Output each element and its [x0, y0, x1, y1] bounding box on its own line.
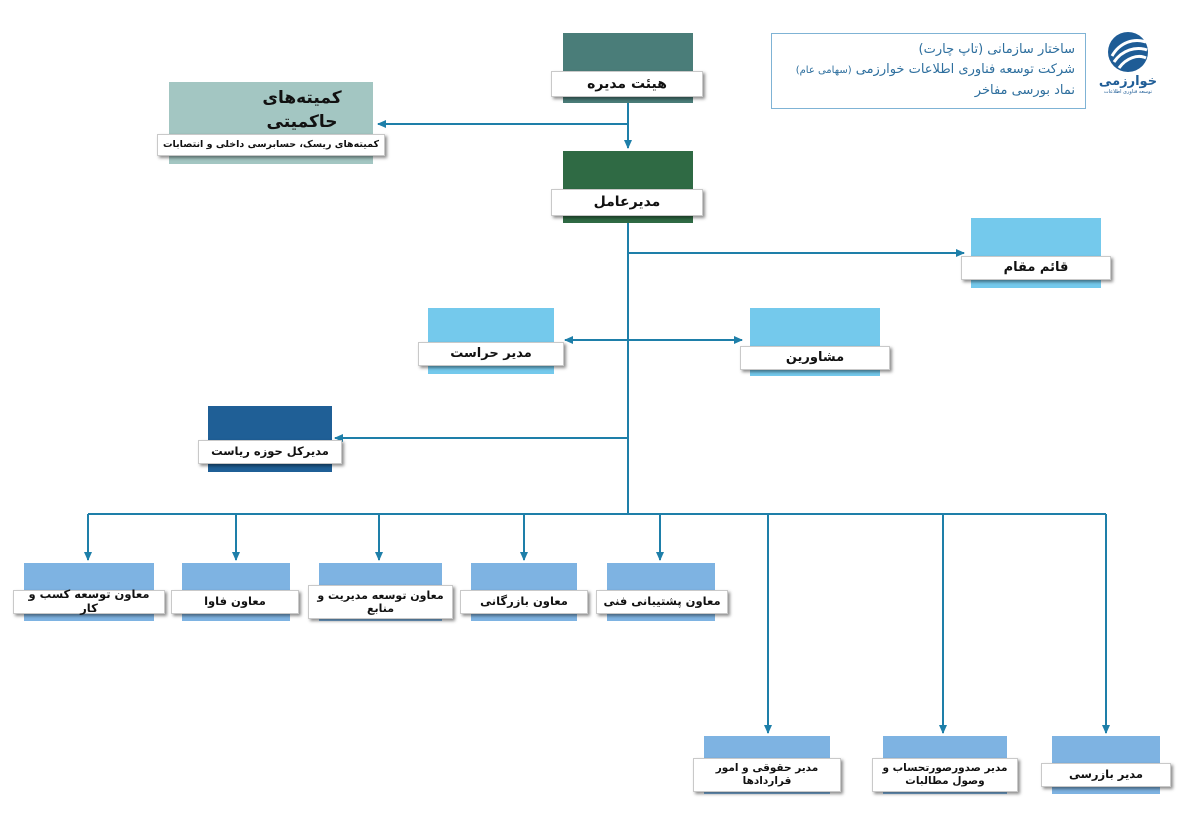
logo-name: خوارزمی [1098, 74, 1158, 89]
info-structure-title: ساختار سازمانی [987, 42, 1075, 57]
node-vp-business: معاون توسعه کسب و کار [13, 563, 165, 621]
node-security-label: مدیر حراست [418, 342, 564, 366]
node-committees-title: کمیته‌های حاکمیتی [262, 88, 342, 132]
node-vp-resources-label: معاون توسعه مدیریت و منابع [308, 585, 453, 619]
node-security: مدیر حراست [418, 308, 564, 374]
node-committees-subtitle: کمیته‌های ریسک، حسابرسی داخلی و انتصابات [157, 134, 385, 156]
info-line-2: شرکت توسعه فناوری اطلاعات خوارزمی (سهامی… [782, 60, 1075, 81]
node-vp-commerce-label: معاون بازرگانی [460, 590, 588, 614]
node-board-label: هیئت مدیره [551, 71, 703, 97]
node-vp-commerce: معاون بازرگانی [460, 563, 588, 621]
node-mgr-billing-label: مدیر صدورصورتحساب و وصول مطالبات [872, 758, 1018, 792]
node-mgr-audit-label: مدیر بازرسی [1041, 763, 1171, 787]
info-company-name: شرکت توسعه فناوری اطلاعات خوارزمی [855, 62, 1075, 77]
node-ceo: مدیرعامل [551, 151, 703, 223]
globe-logo-icon [1108, 32, 1148, 72]
node-committees: کمیته‌های حاکمیتی کمیته‌های ریسک، حسابرس… [157, 82, 385, 164]
info-line-1: ساختار سازمانی (تاپ چارت) [782, 40, 1075, 60]
node-mgr-legal: مدیر حقوقی و امور قراردادها [693, 736, 841, 794]
node-vp-business-label: معاون توسعه کسب و کار [13, 587, 165, 615]
node-deputy-label: قائم مقام [961, 256, 1111, 280]
node-vp-resources: معاون توسعه مدیریت و منابع [308, 563, 453, 621]
node-vp-tech-label: معاون پشتیبانی فنی [596, 590, 728, 614]
node-mgr-audit: مدیر بازرسی [1041, 736, 1171, 794]
node-board: هیئت مدیره [551, 33, 703, 103]
node-vp-ict: معاون فاوا [171, 563, 299, 621]
node-advisors-label: مشاورین [740, 346, 890, 370]
node-deputy: قائم مقام [961, 218, 1111, 288]
info-company-type: (سهامی عام) [795, 65, 852, 76]
node-mgr-billing: مدیر صدورصورتحساب و وصول مطالبات [872, 736, 1018, 794]
node-presidency-label: مدیرکل حوزه ریاست [198, 440, 342, 464]
logo-tagline: توسعه فناوری اطلاعات [1103, 89, 1153, 95]
company-logo: خوارزمی توسعه فناوری اطلاعات [1098, 30, 1158, 110]
company-info-box: ساختار سازمانی (تاپ چارت) شرکت توسعه فنا… [771, 33, 1086, 109]
node-vp-tech: معاون پشتیبانی فنی [596, 563, 728, 621]
node-presidency: مدیرکل حوزه ریاست [198, 406, 342, 472]
node-mgr-legal-label: مدیر حقوقی و امور قراردادها [693, 758, 841, 792]
info-stock-symbol: نماد بورسی مفاخر [974, 83, 1075, 98]
node-vp-ict-label: معاون فاوا [171, 590, 299, 614]
info-structure-note: (تاپ چارت) [918, 42, 984, 57]
node-ceo-label: مدیرعامل [551, 189, 703, 216]
node-advisors: مشاورین [740, 308, 890, 376]
